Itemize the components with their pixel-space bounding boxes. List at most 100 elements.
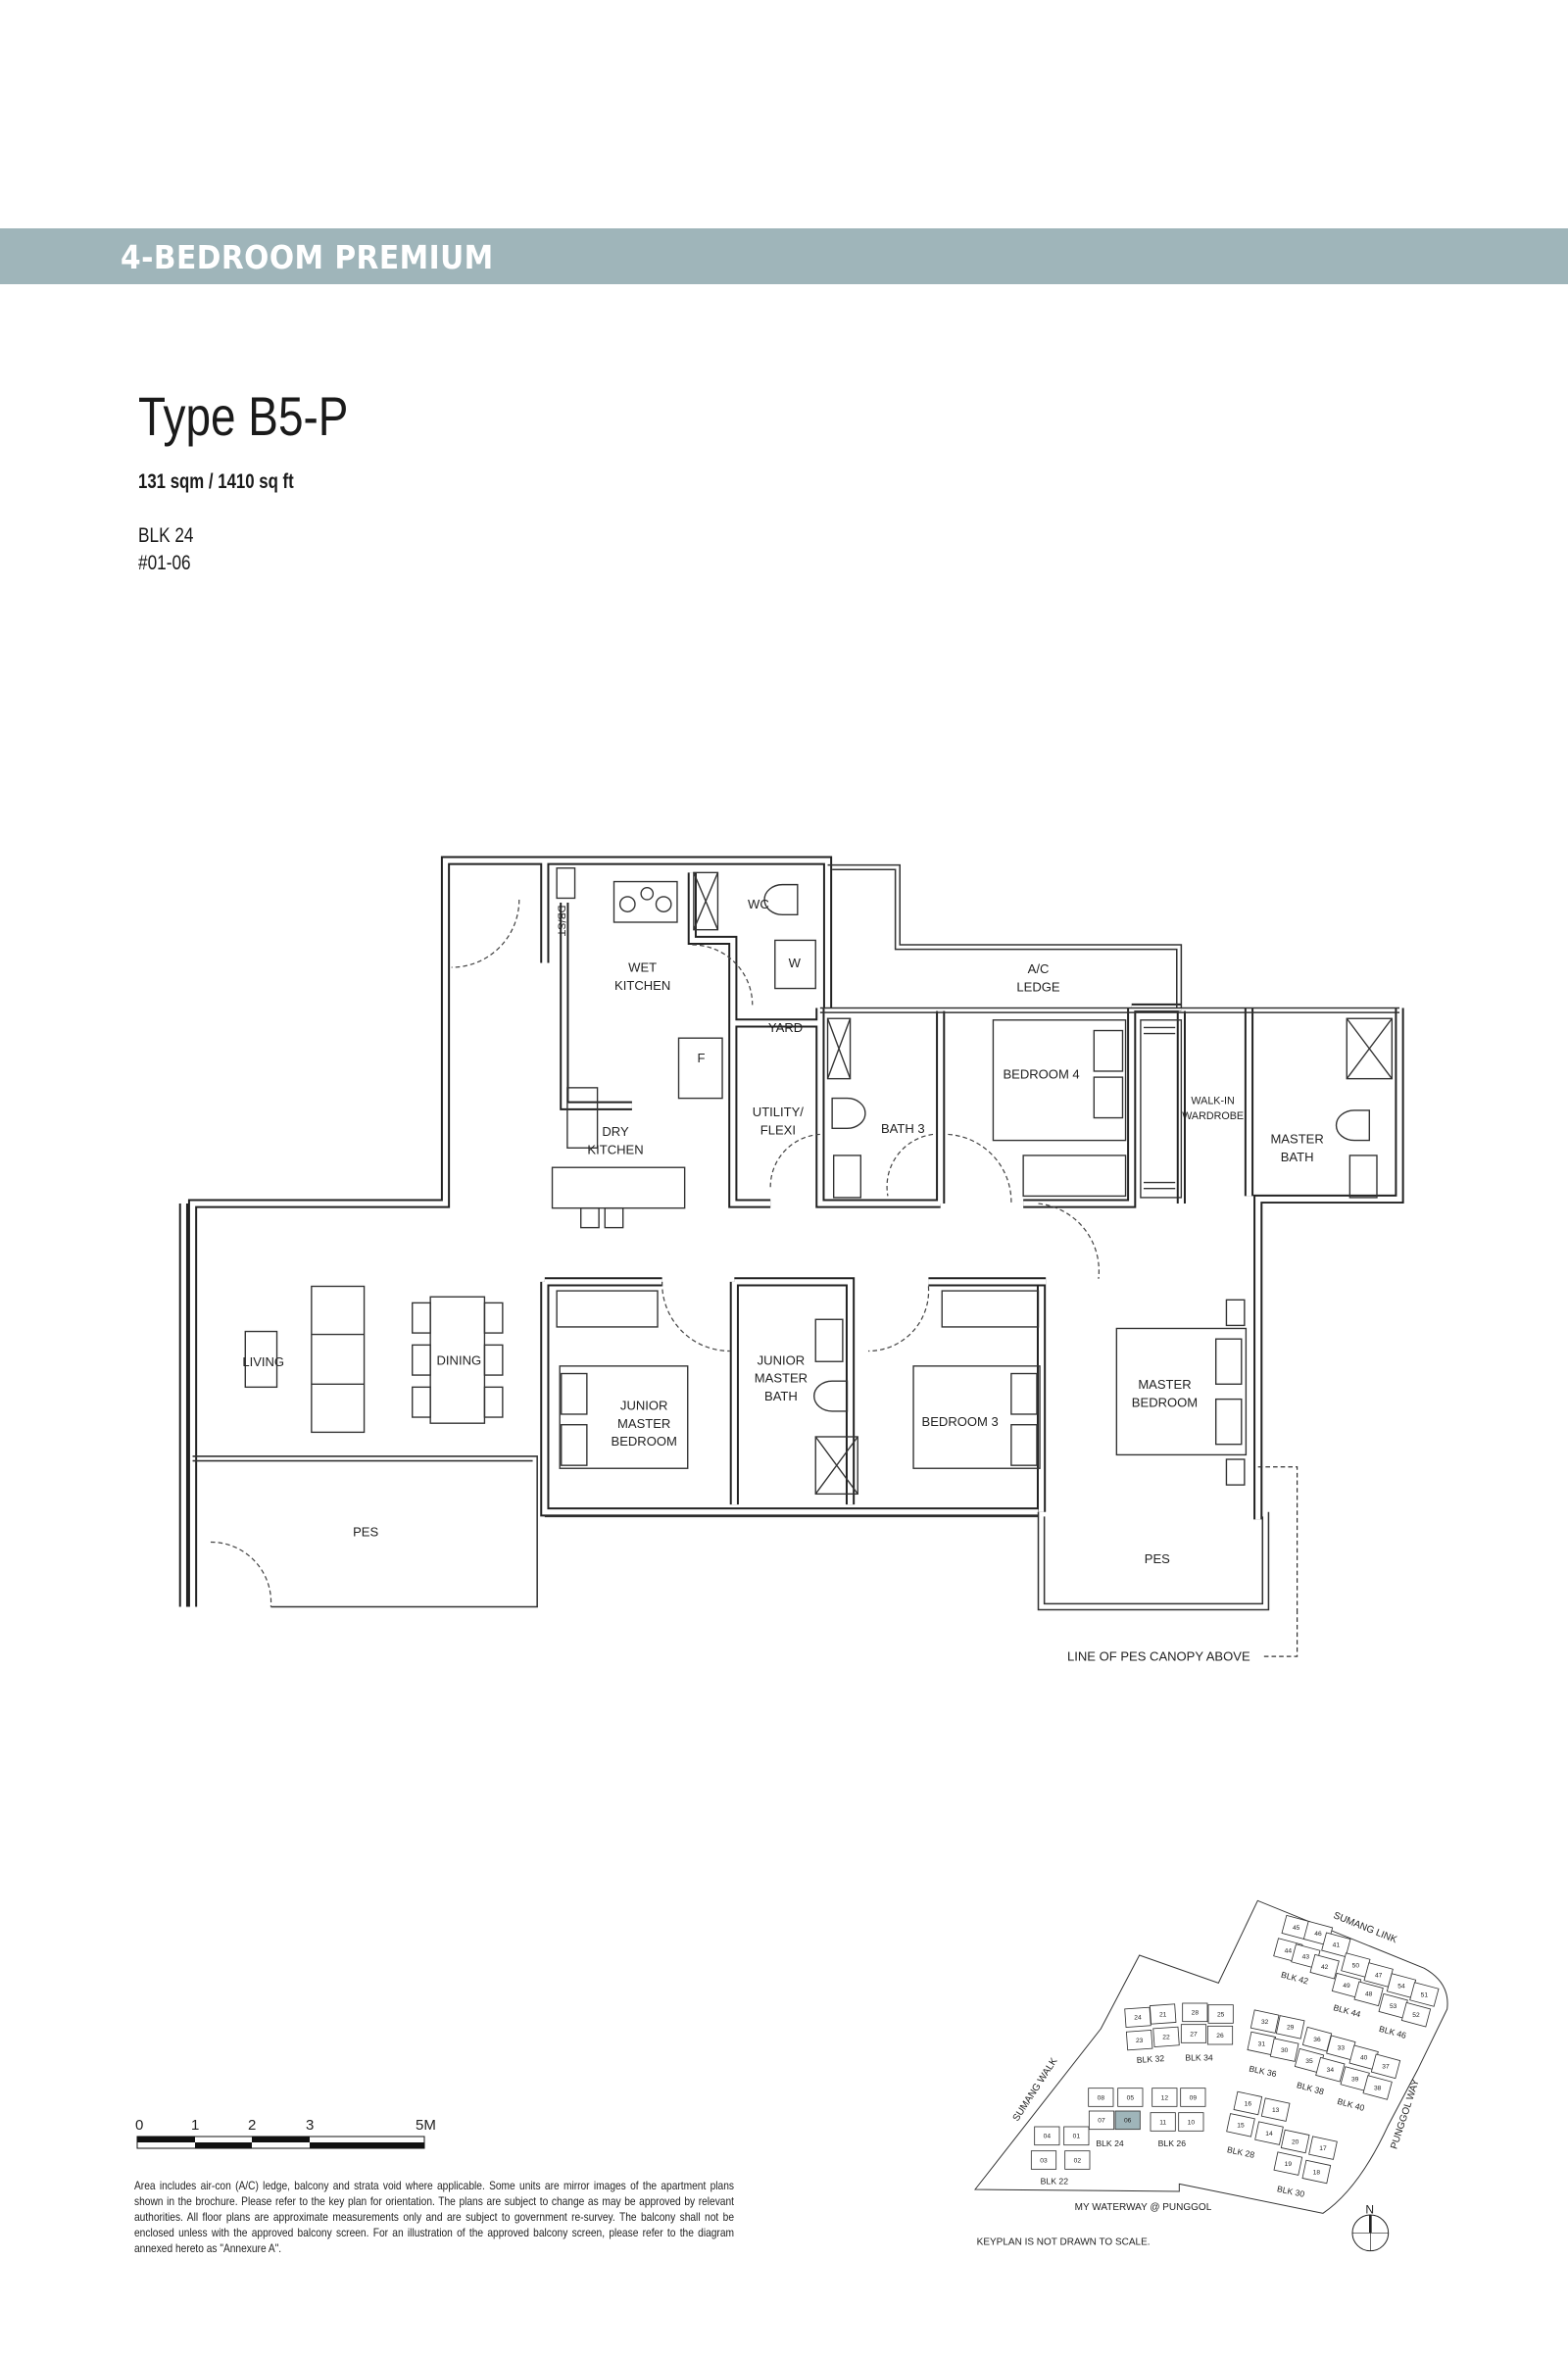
keyplan-unit: [1269, 2038, 1299, 2062]
keyplan-unit-number: 45: [1293, 1925, 1300, 1932]
bed-jmb: [559, 1365, 689, 1469]
shower: [826, 1017, 852, 1080]
label-utility: UTILITY/FLEXI: [753, 1105, 805, 1137]
keyplan-unit-number: 46: [1314, 1931, 1322, 1938]
bed-master: [1115, 1327, 1248, 1456]
keyplan-block-label: BLK 38: [1296, 2080, 1325, 2096]
keyplan-unit-number: 47: [1375, 1972, 1383, 1979]
keyplan-unit: [1400, 2001, 1432, 2028]
label-bedroom3: BEDROOM 3: [922, 1414, 999, 1429]
basin: [832, 1155, 862, 1199]
keyplan-unit: [1063, 2126, 1090, 2146]
keyplan-unit: [1250, 2009, 1280, 2034]
canopy-note: LINE OF PES CANOPY ABOVE: [1067, 1649, 1250, 1664]
toilet: [831, 1097, 866, 1129]
sink: [566, 1087, 599, 1149]
keyplan-unit-number: 07: [1098, 2118, 1105, 2125]
svg-text:N: N: [1365, 2202, 1374, 2216]
label-yard: YARD: [768, 1020, 803, 1035]
shower: [814, 1436, 858, 1496]
keyplan-note: KEYPLAN IS NOT DRAWN TO SCALE.: [977, 2237, 1151, 2248]
toilet: [1335, 1109, 1371, 1142]
shower: [1346, 1017, 1394, 1080]
keyplan-block-label: BLK 30: [1276, 2184, 1305, 2199]
keyplan-unit-number: 41: [1333, 1942, 1341, 1949]
keyplan-unit: [1362, 2075, 1393, 2100]
road-my-waterway: MY WATERWAY @ PUNGGOL: [1075, 2202, 1212, 2213]
keyplan-unit-number: 40: [1360, 2055, 1368, 2062]
keyplan-unit-number: 04: [1044, 2134, 1052, 2140]
block-number: BLK 24: [138, 524, 194, 547]
keyplan-unit-number: 25: [1217, 2011, 1225, 2018]
keyplan-unit: [1353, 1981, 1384, 2007]
walls: [183, 860, 1399, 1606]
keyplan-unit-number: 43: [1302, 1953, 1310, 1960]
stool: [580, 1206, 600, 1229]
label-dbst: DB/ST: [556, 906, 567, 937]
keyplan-unit: [1182, 2002, 1208, 2023]
keyplan-unit-number: 36: [1313, 2037, 1321, 2043]
keyplan-unit-number: 10: [1188, 2119, 1196, 2126]
washer: [774, 939, 816, 990]
keyplan-unit: [1260, 2097, 1291, 2122]
label-bath3: BATH 3: [881, 1121, 925, 1136]
stool: [604, 1206, 624, 1229]
unit-number: #01-06: [138, 552, 191, 574]
keyplan-unit-number: 32: [1261, 2019, 1269, 2026]
keyplan-unit: [1152, 2088, 1178, 2107]
keyplan-unit: [1180, 2088, 1206, 2107]
keyplan-unit-number: 34: [1327, 2067, 1335, 2074]
keyplan-unit-number: 33: [1338, 2045, 1346, 2052]
keyplan-unit: [1088, 2088, 1114, 2107]
label-pes-right: PES: [1145, 1551, 1170, 1566]
label-pes-left: PES: [353, 1524, 378, 1539]
keyplan-unit: [1152, 2026, 1180, 2047]
keyplan-unit: [1030, 2150, 1057, 2170]
keyplan-block-label: BLK 36: [1249, 2064, 1278, 2080]
walkin-wardrobe: [1140, 1019, 1183, 1199]
keyplan-block-label: BLK 32: [1136, 2053, 1164, 2065]
door-swings: [210, 899, 1100, 1607]
keyplan-unit-number: 27: [1190, 2031, 1198, 2038]
keyplan-unit-number: 17: [1319, 2145, 1327, 2152]
keyplan-unit-number: 03: [1040, 2157, 1048, 2164]
keyplan-unit: [1178, 2112, 1204, 2132]
keyplan-unit-number: 21: [1159, 2011, 1167, 2018]
keyplan-unit-number: 06: [1124, 2118, 1132, 2125]
hob: [612, 880, 678, 923]
keyplan-unit: [1125, 2030, 1153, 2051]
wardrobe-bedroom3: [941, 1290, 1040, 1328]
keyplan-unit-number: 38: [1374, 2085, 1382, 2091]
keyplan-unit-number: 19: [1285, 2161, 1293, 2168]
keyplan-unit: [1275, 2015, 1305, 2040]
keyplan-unit-number: 11: [1159, 2119, 1166, 2126]
keyplan-unit-number: 53: [1390, 2003, 1397, 2010]
keyplan-unit-highlighted: [1114, 2110, 1141, 2131]
keyplan-block-label: BLK 24: [1096, 2138, 1124, 2148]
basin: [1348, 1155, 1378, 1199]
keyplan-unit-number: 28: [1192, 2010, 1200, 2017]
keyplan-unit-number: 54: [1397, 1983, 1405, 1990]
keyplan-unit: [1206, 2025, 1234, 2045]
keyplan-unit: [1409, 1982, 1440, 2007]
keyplan-unit-number: 05: [1127, 2094, 1135, 2101]
keyplan-unit-number: 37: [1382, 2064, 1390, 2071]
keyplan-unit-number: 14: [1265, 2131, 1273, 2138]
keyplan-block-label: BLK 40: [1336, 2096, 1365, 2113]
keyplan-unit: [1301, 2159, 1332, 2185]
keyplan-unit-number: 01: [1073, 2134, 1081, 2140]
keyplan-unit-number: 16: [1245, 2100, 1252, 2107]
keyplan-unit: [1233, 2090, 1263, 2116]
